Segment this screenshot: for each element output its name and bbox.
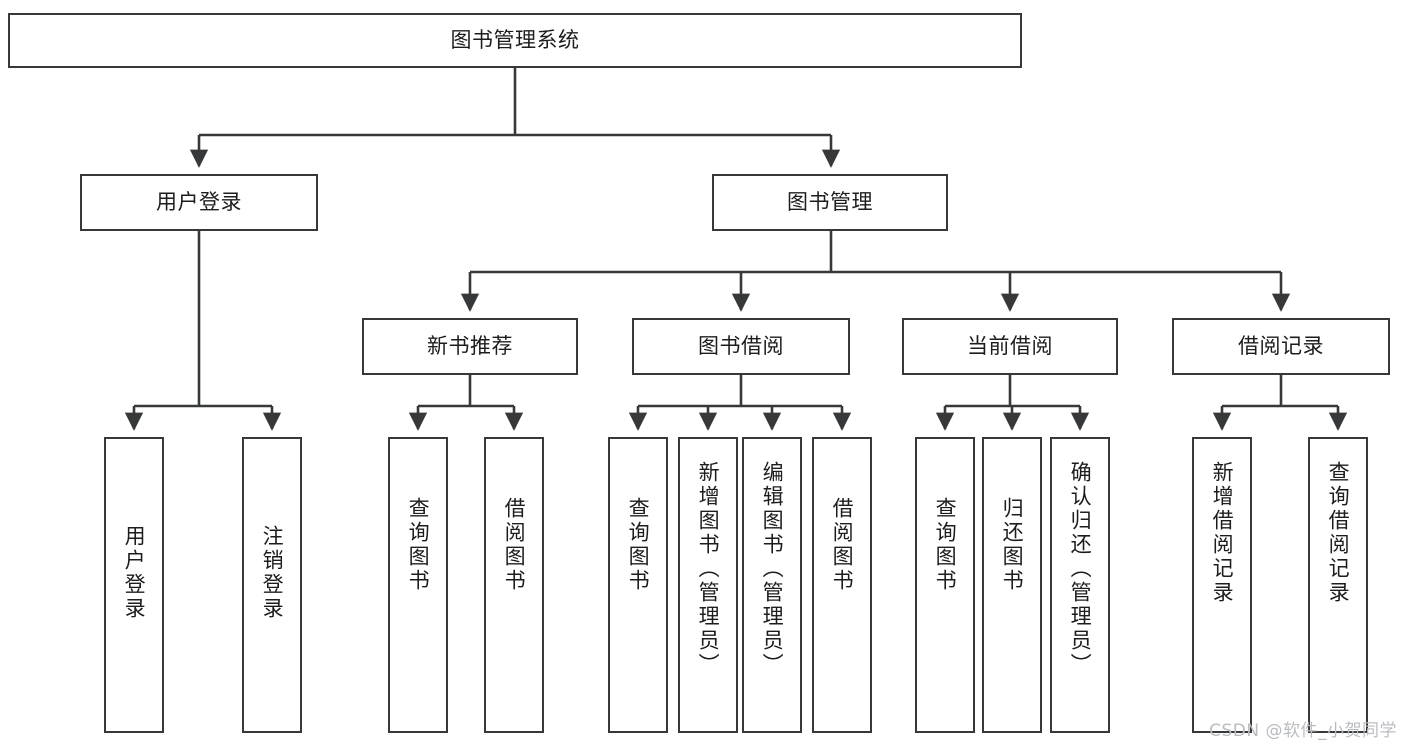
node-book-manage-label: 图书管理	[787, 189, 873, 214]
node-user-login[interactable]: 用户登录	[80, 174, 318, 231]
node-book-borrow[interactable]: 图书借阅	[632, 318, 850, 375]
node-root[interactable]: 图书管理系统	[8, 13, 1022, 68]
node-leaf-query-book-1[interactable]: 查询图书	[388, 437, 448, 733]
node-new-book-recommend[interactable]: 新书推荐	[362, 318, 578, 375]
node-leaf-add-book-label: 新增图书（管理员）	[696, 461, 721, 677]
node-leaf-borrow-book-2[interactable]: 借阅图书	[812, 437, 872, 733]
node-current-borrow[interactable]: 当前借阅	[902, 318, 1118, 375]
node-leaf-return-book[interactable]: 归还图书	[982, 437, 1042, 733]
node-leaf-confirm-return-label: 确认归还（管理员）	[1068, 461, 1093, 677]
node-leaf-borrow-book-1[interactable]: 借阅图书	[484, 437, 544, 733]
node-borrow-record[interactable]: 借阅记录	[1172, 318, 1390, 375]
node-leaf-logout-label: 注销登录	[260, 525, 285, 621]
node-leaf-query-book-3[interactable]: 查询图书	[915, 437, 975, 733]
node-leaf-return-book-label: 归还图书	[1000, 497, 1025, 593]
node-leaf-query-record-label: 查询借阅记录	[1326, 461, 1351, 605]
node-leaf-query-book-1-label: 查询图书	[406, 497, 431, 593]
node-book-borrow-label: 图书借阅	[698, 333, 784, 358]
node-leaf-borrow-book-1-label: 借阅图书	[502, 497, 527, 593]
node-leaf-borrow-book-2-label: 借阅图书	[830, 497, 855, 593]
node-leaf-user-login-label: 用户登录	[122, 525, 147, 621]
node-leaf-edit-book-label: 编辑图书（管理员）	[760, 461, 785, 677]
node-leaf-logout[interactable]: 注销登录	[242, 437, 302, 733]
node-leaf-query-record[interactable]: 查询借阅记录	[1308, 437, 1368, 733]
node-leaf-add-book[interactable]: 新增图书（管理员）	[678, 437, 738, 733]
node-leaf-add-record-label: 新增借阅记录	[1210, 461, 1235, 605]
node-current-borrow-label: 当前借阅	[967, 333, 1053, 358]
node-book-manage[interactable]: 图书管理	[712, 174, 948, 231]
csdn-watermark: CSDN @软件_小贺同学	[1209, 721, 1397, 741]
node-leaf-add-record[interactable]: 新增借阅记录	[1192, 437, 1252, 733]
node-leaf-edit-book[interactable]: 编辑图书（管理员）	[742, 437, 802, 733]
node-leaf-user-login[interactable]: 用户登录	[104, 437, 164, 733]
node-leaf-query-book-2-label: 查询图书	[626, 497, 651, 593]
node-leaf-query-book-3-label: 查询图书	[933, 497, 958, 593]
node-borrow-record-label: 借阅记录	[1238, 333, 1324, 358]
node-root-label: 图书管理系统	[450, 27, 580, 52]
node-leaf-query-book-2[interactable]: 查询图书	[608, 437, 668, 733]
node-user-login-label: 用户登录	[156, 189, 242, 214]
node-new-book-recommend-label: 新书推荐	[427, 333, 513, 358]
node-leaf-confirm-return[interactable]: 确认归还（管理员）	[1050, 437, 1110, 733]
